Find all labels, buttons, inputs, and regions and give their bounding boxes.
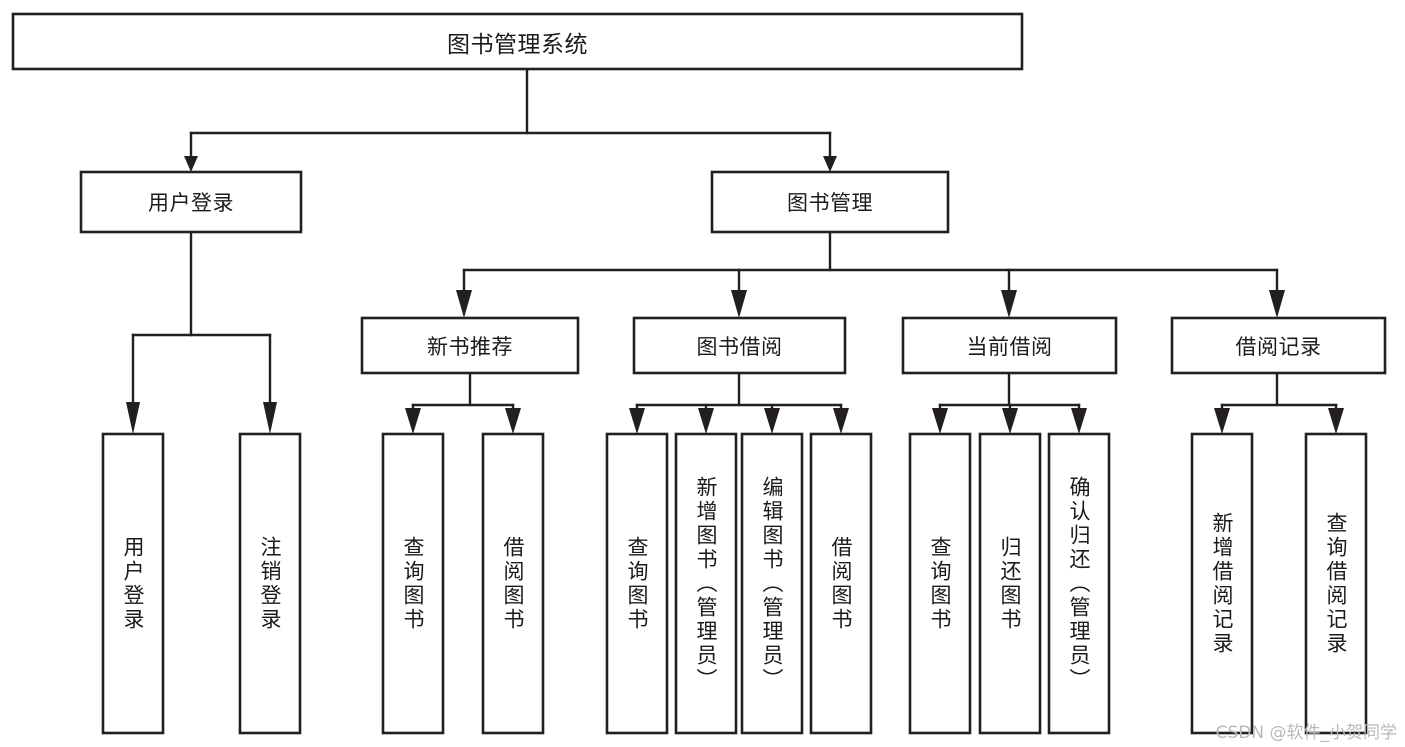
leaf-current-borrow-0[interactable] <box>908 432 972 735</box>
leaf-book-borrow-2[interactable] <box>740 432 804 735</box>
arrowhead-user-login <box>184 156 198 172</box>
arrowhead-cb-c1 <box>932 408 948 434</box>
arrowhead-br-c2 <box>1328 408 1344 434</box>
node-user-login[interactable] <box>79 170 303 234</box>
arrowhead-cb-c2 <box>1002 408 1018 434</box>
leaf-user-login-0[interactable] <box>101 432 165 735</box>
leaf-book-borrow-0[interactable] <box>605 432 669 735</box>
node-current-borrow[interactable] <box>901 316 1118 375</box>
arrowhead-bb-c3 <box>764 408 780 434</box>
arrowhead-bb-c4 <box>833 408 849 434</box>
arrowhead-bm-c2 <box>731 290 747 318</box>
node-new-book-recommend[interactable] <box>360 316 580 375</box>
node-book-borrow[interactable] <box>632 316 847 375</box>
node-root[interactable] <box>11 12 1024 71</box>
leaf-current-borrow-1[interactable] <box>978 432 1042 735</box>
leaf-borrow-record-1[interactable] <box>1304 432 1368 735</box>
arrowhead-book-mgmt <box>823 156 837 172</box>
arrowhead-bb-c2 <box>698 408 714 434</box>
arrowhead-ul-c2 <box>263 402 277 434</box>
arrowhead-bb-c1 <box>629 408 645 434</box>
arrowhead-cb-c3 <box>1071 408 1087 434</box>
arrowhead-bm-c1 <box>456 290 472 318</box>
node-book-management[interactable] <box>710 170 950 234</box>
leaf-current-borrow-2[interactable] <box>1047 432 1111 735</box>
arrowhead-nbr-c1 <box>405 408 421 434</box>
leaf-book-borrow-3[interactable] <box>809 432 873 735</box>
leaf-new-book-0[interactable] <box>381 432 445 735</box>
arrowhead-bm-c4 <box>1269 290 1285 318</box>
arrowhead-ul-c1 <box>126 402 140 434</box>
arrowhead-br-c1 <box>1214 408 1230 434</box>
arrowhead-bm-c3 <box>1001 290 1017 318</box>
leaf-book-borrow-1[interactable] <box>674 432 738 735</box>
leaf-user-login-1[interactable] <box>238 432 302 735</box>
leaf-borrow-record-0[interactable] <box>1190 432 1254 735</box>
node-borrow-record[interactable] <box>1170 316 1387 375</box>
leaf-new-book-1[interactable] <box>481 432 545 735</box>
arrowhead-nbr-c2 <box>505 408 521 434</box>
